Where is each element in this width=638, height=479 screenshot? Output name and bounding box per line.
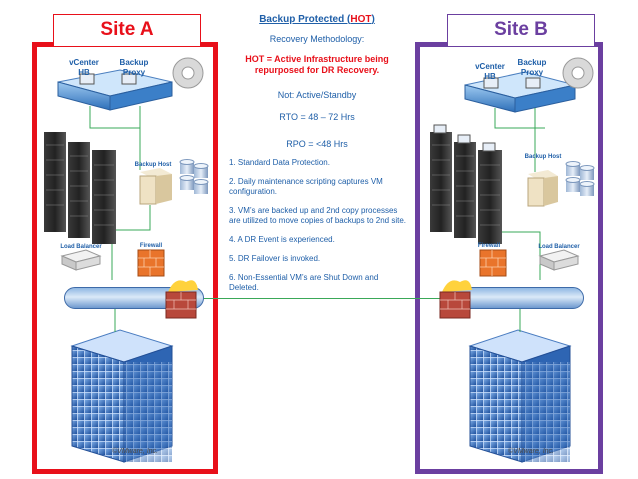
firewall-label-a: Firewall [139,243,163,249]
backup-proxy-label-b: Backup Proxy [517,58,547,77]
site-connector-line [190,298,448,299]
step-1: 1. Standard Data Protection. [229,158,330,167]
gear-icon [172,57,204,89]
page-title: Backup Protected (HOT) [259,14,375,25]
step-5: 5. DR Failover is invoked. [229,254,321,263]
site-b-title: Site B [447,14,595,46]
backup-host-label-b: Backup Host [524,154,562,160]
firewall-b [479,249,507,277]
watermark-a: ©VMware, Inc. [112,448,159,455]
methodology-label: Recovery Methodology: [269,34,365,44]
brick-firewall-b [439,280,472,319]
office-building-a [70,329,174,463]
step-3: 3. VM’s are backed up and 2nd copy proce… [229,206,406,225]
mode-text: Not: Active/Standby [277,90,357,100]
backup-host-server-a [139,168,172,205]
hot-definition: HOT = Active Infrastructure being repurp… [245,54,389,75]
rto-text: RTO = 48 – 72 Hrs [279,112,355,122]
server-racks-b [430,124,502,244]
site-a-title: Site A [53,14,201,46]
firewall-label-b: Firewall [477,243,501,249]
watermark-b: ©VMware, Inc. [508,448,555,455]
load-balancer-a [60,249,102,271]
brick-firewall-a [165,280,198,319]
storage-disks-a [179,159,209,194]
gear-icon [562,57,594,89]
steps-list: 1. Standard Data Protection. 2. Daily ma… [229,158,407,302]
storage-disks-b [565,161,595,196]
backup-host-server-b [527,170,558,207]
backup-proxy-label-a: Backup Proxy [119,58,149,77]
esx-host-a [57,69,173,111]
vcenter-label-a: vCenter HB [69,58,99,77]
rpo-text: RPO = <48 Hrs [286,139,348,149]
backup-host-label-a: Backup Host [134,162,172,168]
server-racks-a [44,132,116,244]
load-balancer-label-a: Load Balancer [60,244,102,250]
firewall-a [137,249,165,277]
vcenter-label-b: vCenter HB [475,62,505,81]
step-4: 4. A DR Event is experienced. [229,235,335,244]
load-balancer-b [538,249,580,271]
office-building-b [468,329,572,463]
step-6: 6. Non-Essential VM’s are Shut Down and … [229,273,379,292]
step-2: 2. Daily maintenance scripting captures … [229,177,383,196]
esx-host-b [464,71,576,113]
load-balancer-label-b: Load Balancer [538,244,580,250]
